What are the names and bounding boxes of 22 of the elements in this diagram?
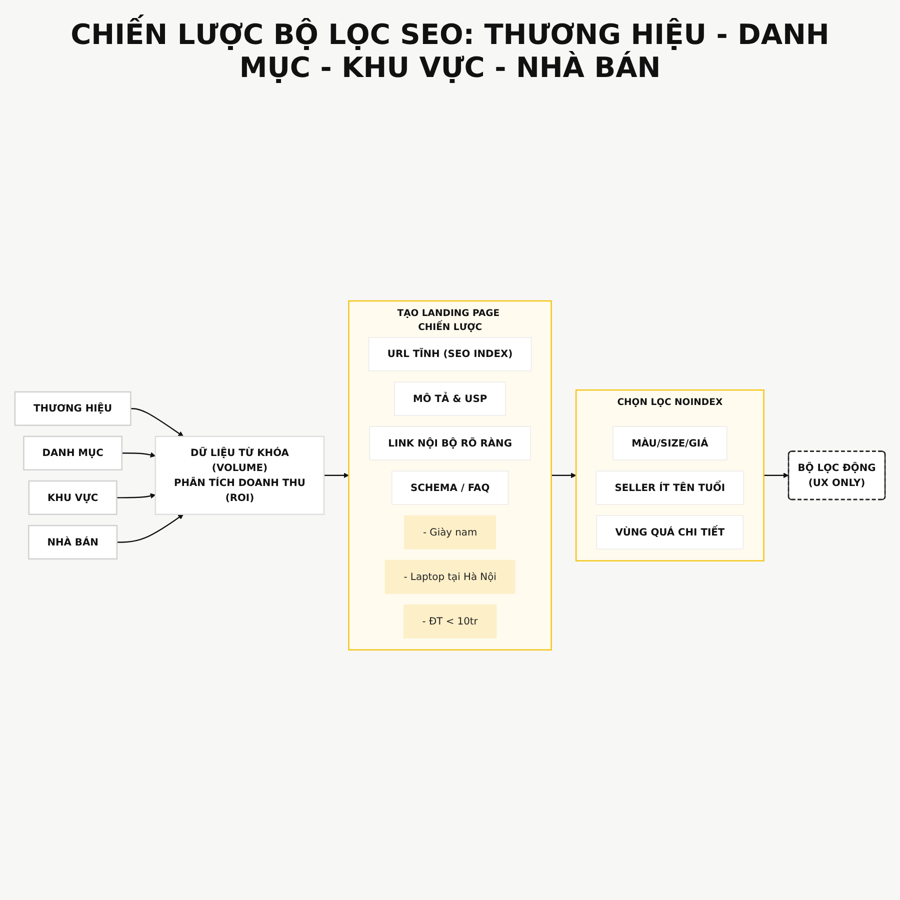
node-box: KHU VỰC [28,480,118,515]
node-box: VÙNG QUÁ CHI TIẾT [596,514,744,549]
arrow [116,514,184,542]
arrow [551,472,576,478]
node-box: MÔ TẢ & USP [394,381,506,416]
node-box: MÀU/SIZE/GIÁ [612,426,728,460]
node-box: NHÀ BÁN [28,524,118,560]
node-box: SCHEMA / FAQ [392,470,508,504]
node-box: THƯƠNG HIỆU [14,390,132,426]
arrow [116,492,156,498]
arrow [764,472,789,478]
node-box: URL TĨNH (SEO INDEX) [368,336,532,371]
arrow [324,472,349,478]
node-box: - ĐT < 10tr [403,604,497,638]
node-box: DỮ LIỆU TỪ KHÓA (VOLUME) PHÂN TÍCH DOANH THU (ROI) [154,435,325,515]
node-box: SELLER ÍT TÊN TUỔI [596,470,744,504]
node-box: - Laptop tại Hà Nội [384,559,516,594]
node-box: LINK NỘI BỘ RÕ RÀNG [369,426,531,460]
arrow [122,452,156,458]
node-box: DANH MỤC [23,435,123,470]
arrow [130,408,184,436]
node-box: - Giày nam [404,514,496,549]
